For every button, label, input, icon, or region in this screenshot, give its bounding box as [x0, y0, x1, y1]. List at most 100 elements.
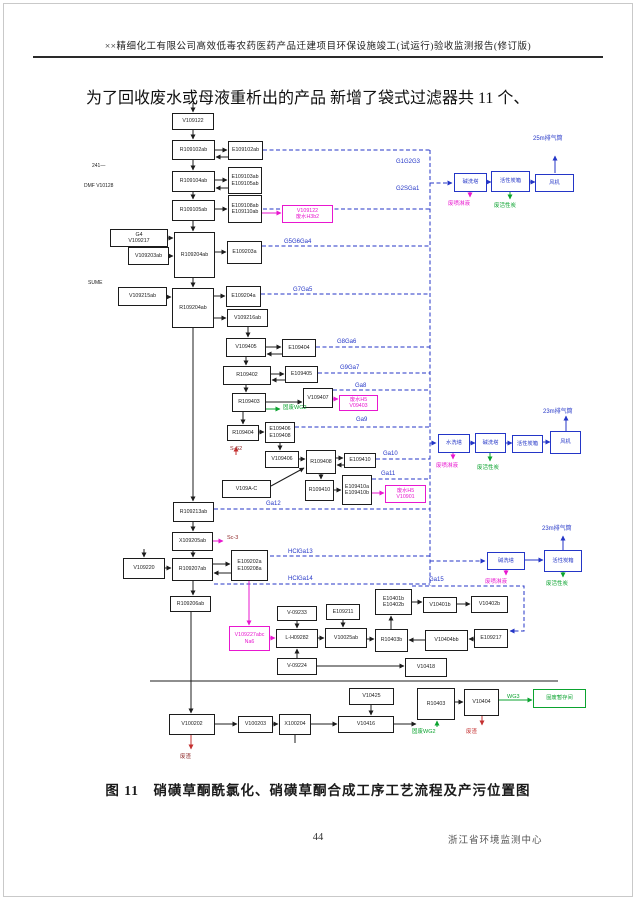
- flow-node-solid-waste-store: 固废暂存间: [533, 689, 586, 708]
- flow-node-R109104ab: R109104ab: [172, 171, 215, 192]
- flow-node-stack23b-carbon: 活性炭箱: [544, 550, 582, 572]
- flow-text: DMF V10128: [84, 183, 114, 189]
- flow-text: WG3: [507, 694, 520, 700]
- flow-node-stack25-fan: 风机: [535, 174, 574, 192]
- flow-node-E109410: E109410: [344, 453, 376, 468]
- flow-node-stack23a-carbon: 活性炭箱: [512, 435, 543, 453]
- flow-text: 23m排气筒: [542, 526, 572, 532]
- flow-node-V109216ab: V109216ab: [227, 309, 268, 327]
- flow-node-R109105ab: R109105ab: [172, 200, 215, 221]
- flow-text: G2SGa1: [396, 186, 420, 192]
- flow-node-V09233: V-09233: [277, 606, 317, 621]
- flow-node-V109405: V109405: [226, 338, 266, 357]
- flow-text: 废渣: [180, 754, 192, 760]
- flow-text: 固废WG2: [283, 405, 307, 411]
- flow-text: Sc-3: [227, 535, 239, 541]
- flow-node-E109211: E109211: [326, 604, 360, 620]
- flow-text: Ga12: [266, 501, 281, 507]
- flow-node-V10404bb: V10404bb: [425, 630, 468, 651]
- flow-node-R109213ab: R109213ab: [173, 502, 214, 522]
- flow-node-R109404: R109404: [227, 425, 259, 441]
- flow-text: G1G2G3: [396, 159, 421, 165]
- flow-text: G7Ga5: [293, 287, 313, 293]
- flow-node-V10402b: V10402b: [471, 596, 508, 613]
- flow-node-X109205ab: X109205ab: [172, 532, 213, 551]
- flow-node-V10418: V10418: [405, 658, 447, 677]
- page-number: 44: [312, 832, 324, 843]
- flow-node-V10401b: V10401b: [423, 597, 457, 613]
- flow-text: Ga10: [383, 451, 398, 457]
- flow-text: SUME: [88, 280, 103, 286]
- flow-text: 固废WG2: [412, 729, 436, 735]
- flow-node-X100204: X100204: [279, 714, 311, 735]
- flow-node-E109204a: E109204a: [226, 286, 261, 307]
- flow-node-V109A-C: V109A-C: [222, 480, 271, 498]
- flow-text: Ga15: [429, 577, 444, 583]
- flow-node-V09224: V-09224: [277, 658, 317, 675]
- flow-text: S-S2: [230, 446, 243, 452]
- flow-node-V10425: V10425: [349, 688, 394, 705]
- flow-text: G5G6Ga4: [284, 239, 312, 245]
- flow-node-stack23a-scrubber: 碱洗塔: [475, 433, 506, 453]
- flow-node-V10404: V10404: [464, 689, 499, 716]
- flow-node-R109206ab: R109206ab: [170, 596, 211, 612]
- flow-node-V109215ab: V109215ab: [118, 287, 167, 306]
- flow-node-R109402: R109402: [223, 366, 271, 385]
- flow-node-E109404: E109404: [282, 339, 316, 357]
- flow-node-stack23b-scrubber: 碱洗塔: [487, 552, 525, 570]
- flow-node-stack23a-wash: 水洗塔: [438, 434, 470, 453]
- flow-node-R109408: R109408: [306, 450, 336, 474]
- flow-node-E109102ab: E109102ab: [228, 141, 263, 160]
- flow-text: G8Ga6: [337, 339, 357, 345]
- intro-paragraph: 为了回收废水或母液重析出的产品 新增了袋式过滤器共 11 个、: [86, 90, 530, 107]
- flow-node-V10416: V10416: [338, 716, 394, 733]
- flow-node-R109207ab: R109207ab: [172, 558, 213, 581]
- flow-text: G9Ga7: [340, 365, 360, 371]
- flow-text: 废喷淋液: [485, 579, 508, 585]
- flow-text: 241—: [92, 163, 106, 169]
- footer-agency: 浙江省环境监测中心: [448, 836, 543, 846]
- flow-text: 25m排气筒: [533, 136, 563, 142]
- flow-node-stack23a-fan: 风机: [550, 431, 581, 454]
- figure-caption: 图 11 硝磺草酮酰氯化、硝磺草酮合成工序工艺流程及产污位置图: [105, 783, 531, 798]
- flow-node-V109407: V109407: [303, 388, 333, 408]
- flow-node-E109217: E109217: [474, 629, 508, 648]
- flow-text: 废活性炭: [494, 203, 517, 209]
- flow-node-V109406: V109406: [265, 451, 299, 468]
- flow-node-R109204ab: R109204ab: [174, 232, 215, 278]
- flow-node-E109405: E109405: [285, 366, 318, 383]
- flow-node-E109203a: E109203a: [227, 241, 262, 264]
- flow-text: Ga11: [381, 471, 396, 477]
- flow-text: Ga8: [355, 383, 367, 389]
- flow-node-stack25-scrubber: 碱洗塔: [454, 173, 487, 192]
- flow-node-V109203ab: V109203ab: [128, 247, 169, 265]
- flow-text: 23m排气筒: [543, 409, 573, 415]
- flow-node-V10025ab: V10025ab: [325, 628, 367, 648]
- flow-node-R109204ab2: R109204ab: [172, 288, 214, 328]
- flow-text: 废喷淋液: [436, 463, 459, 469]
- flow-node-V100203: V100203: [238, 716, 273, 733]
- flow-node-R109102ab: R109102ab: [172, 140, 215, 160]
- flow-node-R10403: R10403: [417, 688, 455, 720]
- flow-text: 废活性炭: [477, 465, 500, 471]
- flow-text: Ga9: [356, 417, 368, 423]
- flow-node-stack25-carbon: 活性炭箱: [491, 171, 530, 192]
- flow-node-V109122: V109122: [172, 113, 214, 130]
- flow-node-R109403: R109403: [232, 393, 266, 412]
- flow-text: 废渣: [466, 729, 478, 735]
- flow-node-R109410: R109410: [305, 480, 334, 501]
- flow-node-V100202: V100202: [169, 714, 215, 735]
- flow-text: HClGa13: [288, 549, 313, 555]
- flow-text: HClGa14: [288, 576, 313, 582]
